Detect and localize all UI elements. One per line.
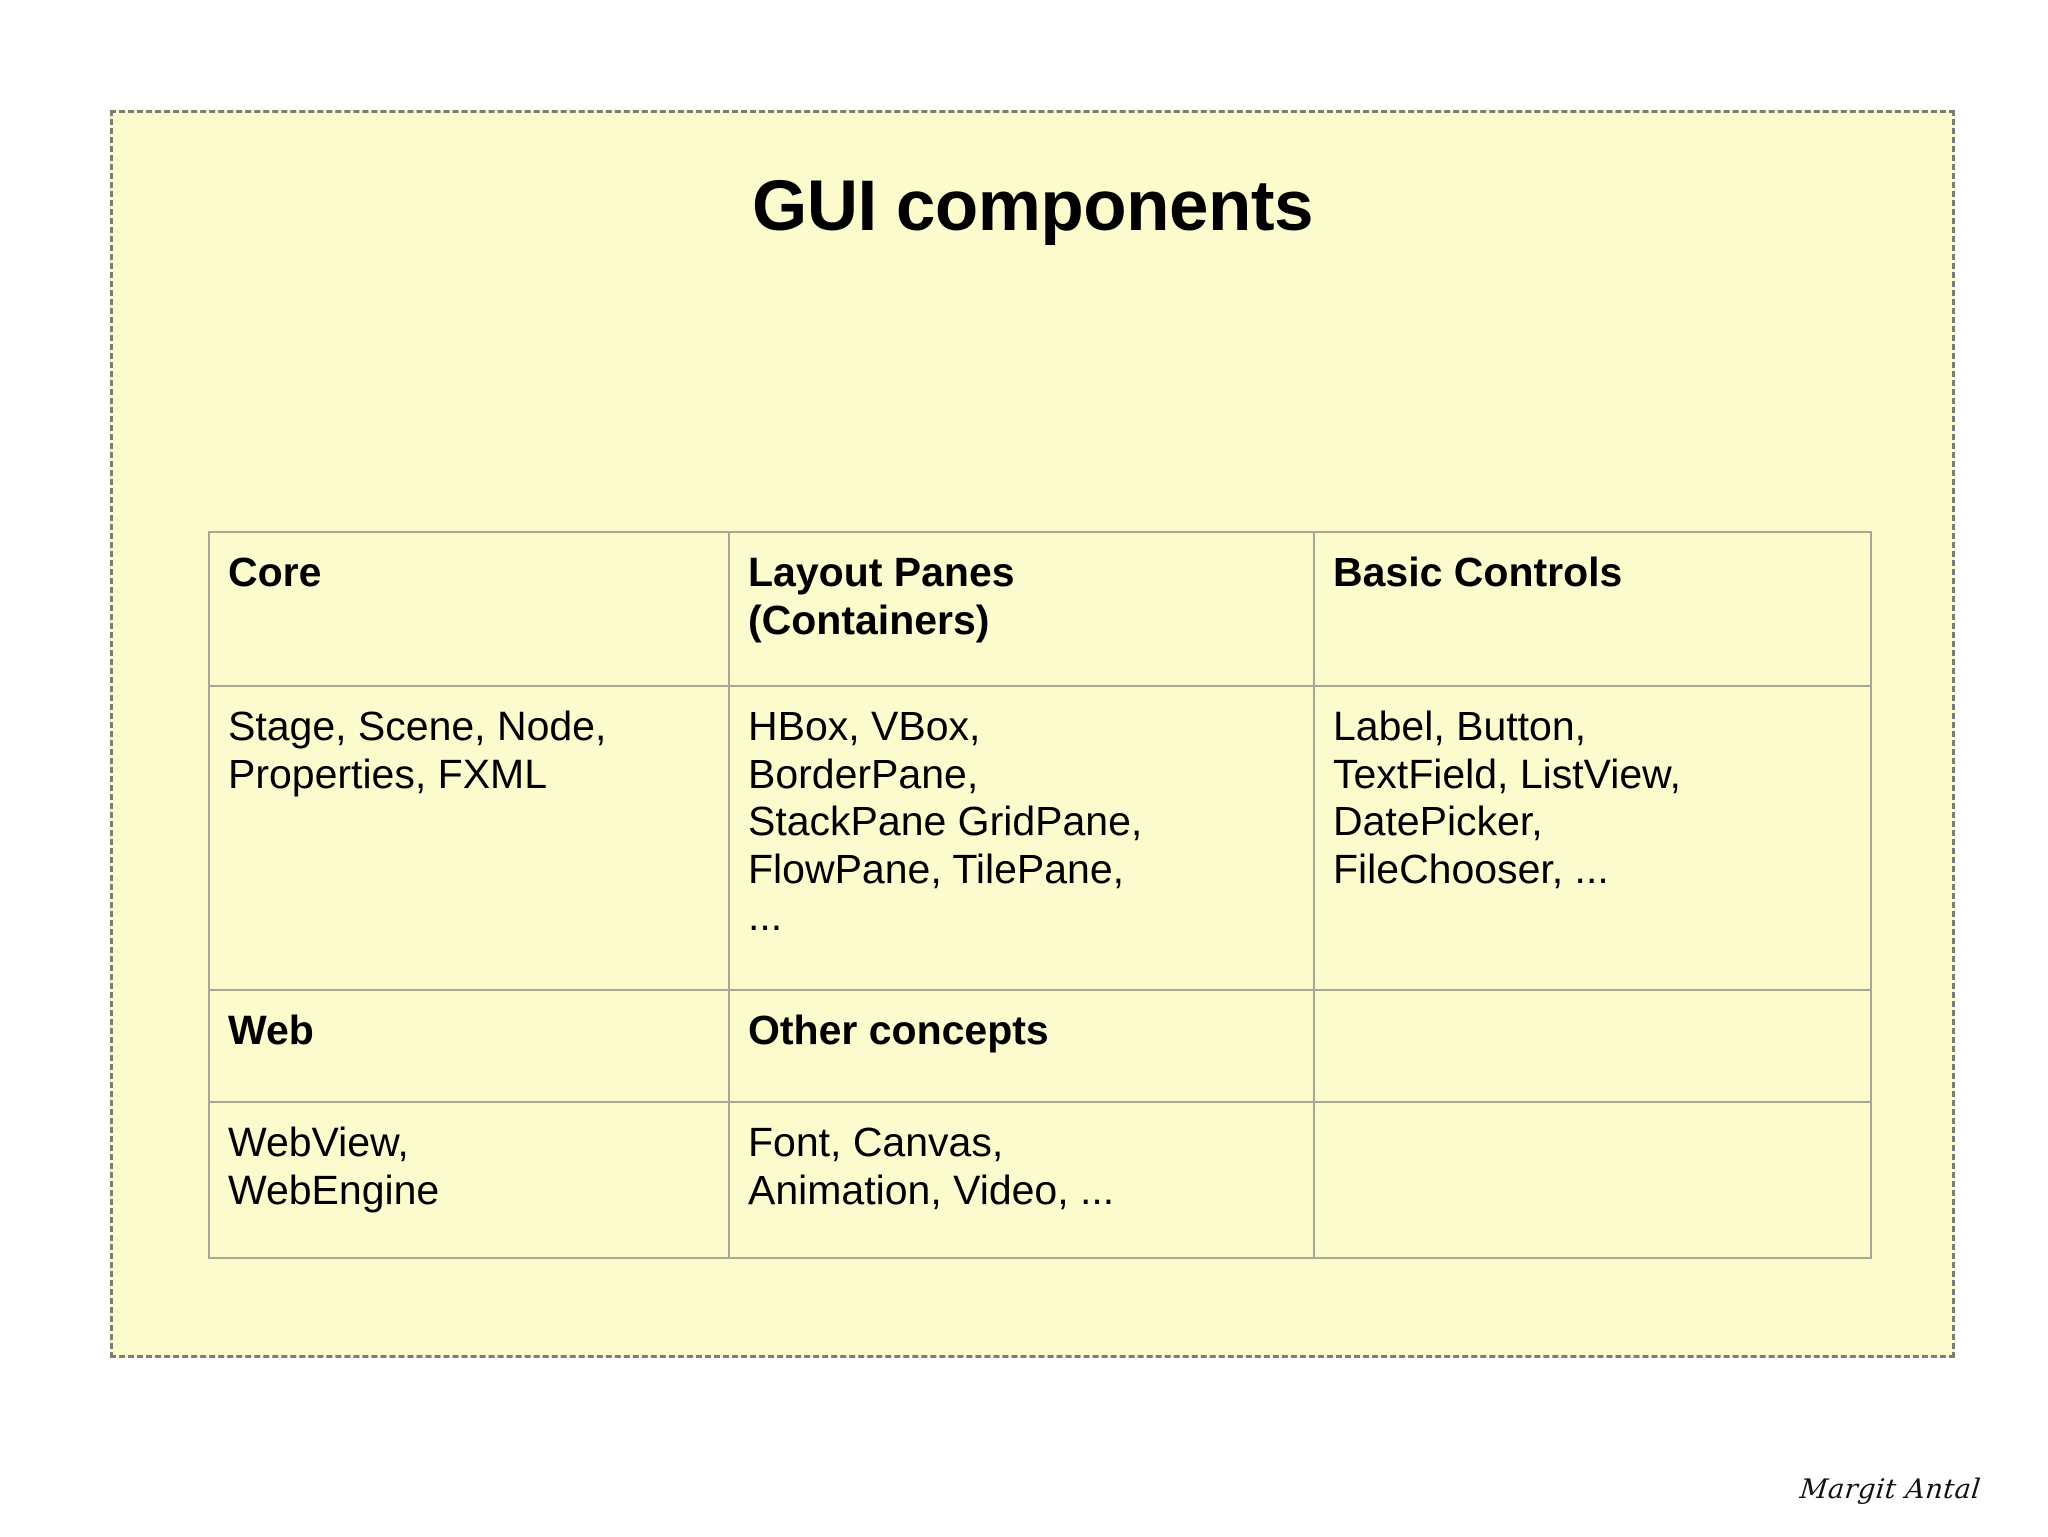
table-cell-web-items: WebView, WebEngine	[208, 1101, 730, 1259]
slide-canvas: GUI components Core Layout Panes (Contai…	[110, 110, 1955, 1358]
table-cell-basic-controls-items: Label, Button, TextField, ListView, Date…	[1313, 685, 1872, 991]
table-row: Stage, Scene, Node, Properties, FXML HBo…	[208, 685, 1872, 991]
table-header-other-concepts: Other concepts	[728, 989, 1315, 1103]
author-signature: Margit Antal	[1797, 1474, 1982, 1505]
table-header-core: Core	[208, 531, 730, 687]
gui-components-table: Core Layout Panes (Containers) Basic Con…	[208, 531, 1872, 1259]
table-header-empty	[1313, 989, 1872, 1103]
table-row: WebView, WebEngine Font, Canvas, Animati…	[208, 1101, 1872, 1259]
table-header-web: Web	[208, 989, 730, 1103]
table-cell-layout-panes-items: HBox, VBox, BorderPane, StackPane GridPa…	[728, 685, 1315, 991]
table-header-basic-controls: Basic Controls	[1313, 531, 1872, 687]
page-title: GUI components	[751, 167, 1314, 246]
table-cell-empty	[1313, 1101, 1872, 1259]
table-cell-core-items: Stage, Scene, Node, Properties, FXML	[208, 685, 730, 991]
table-header-layout-panes: Layout Panes (Containers)	[728, 531, 1315, 687]
table-row: Core Layout Panes (Containers) Basic Con…	[208, 531, 1872, 687]
table-row: Web Other concepts	[208, 989, 1872, 1103]
table-cell-other-concepts-items: Font, Canvas, Animation, Video, ...	[728, 1101, 1315, 1259]
